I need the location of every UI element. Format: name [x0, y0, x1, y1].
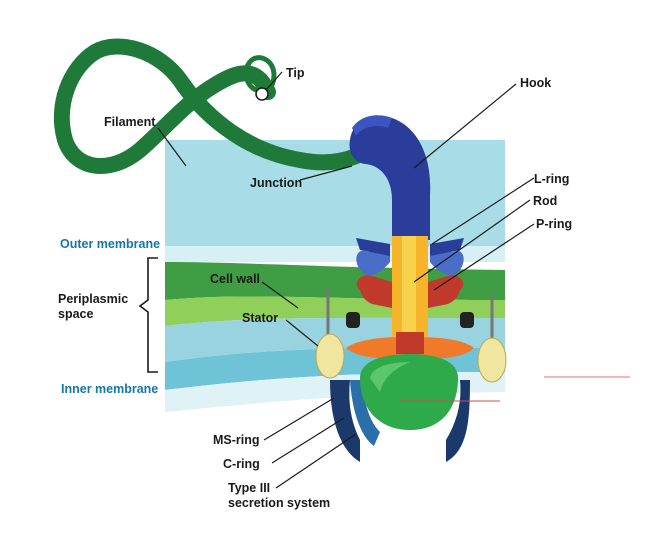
stator-right [477, 296, 507, 383]
type-iii-label-2: secretion system [228, 496, 331, 510]
type-iii-label-1: Type III [228, 481, 271, 495]
l-ring-label: L-ring [534, 172, 570, 186]
rod-label: Rod [533, 194, 558, 208]
c-ring-label: C-ring [223, 457, 260, 471]
cell-wall-label: Cell wall [210, 272, 261, 286]
c-ring [330, 380, 360, 462]
p-ring-left [356, 275, 392, 308]
ms-ring-label: MS-ring [213, 433, 260, 447]
periplasmic-bracket [138, 257, 158, 373]
p-ring-label: P-ring [536, 217, 573, 231]
stator-left [315, 288, 345, 379]
filament [53, 38, 378, 174]
p-ring-right [428, 275, 464, 308]
hook [349, 116, 431, 240]
outer-membrane-label: Outer membrane [60, 237, 161, 251]
junction-label: Junction [250, 176, 303, 190]
periplasmic-space-label-2: space [58, 307, 94, 321]
inner-membrane-label: Inner membrane [61, 382, 159, 396]
type-iii-secretion-system [360, 354, 458, 430]
hook-label: Hook [520, 76, 552, 90]
tip-label: Tip [286, 66, 305, 80]
tip [255, 87, 269, 101]
stator-label: Stator [242, 311, 279, 325]
periplasmic-space-label-1: Periplasmic [58, 292, 129, 306]
filament-label: Filament [104, 115, 156, 129]
leader-lines [157, 71, 535, 489]
